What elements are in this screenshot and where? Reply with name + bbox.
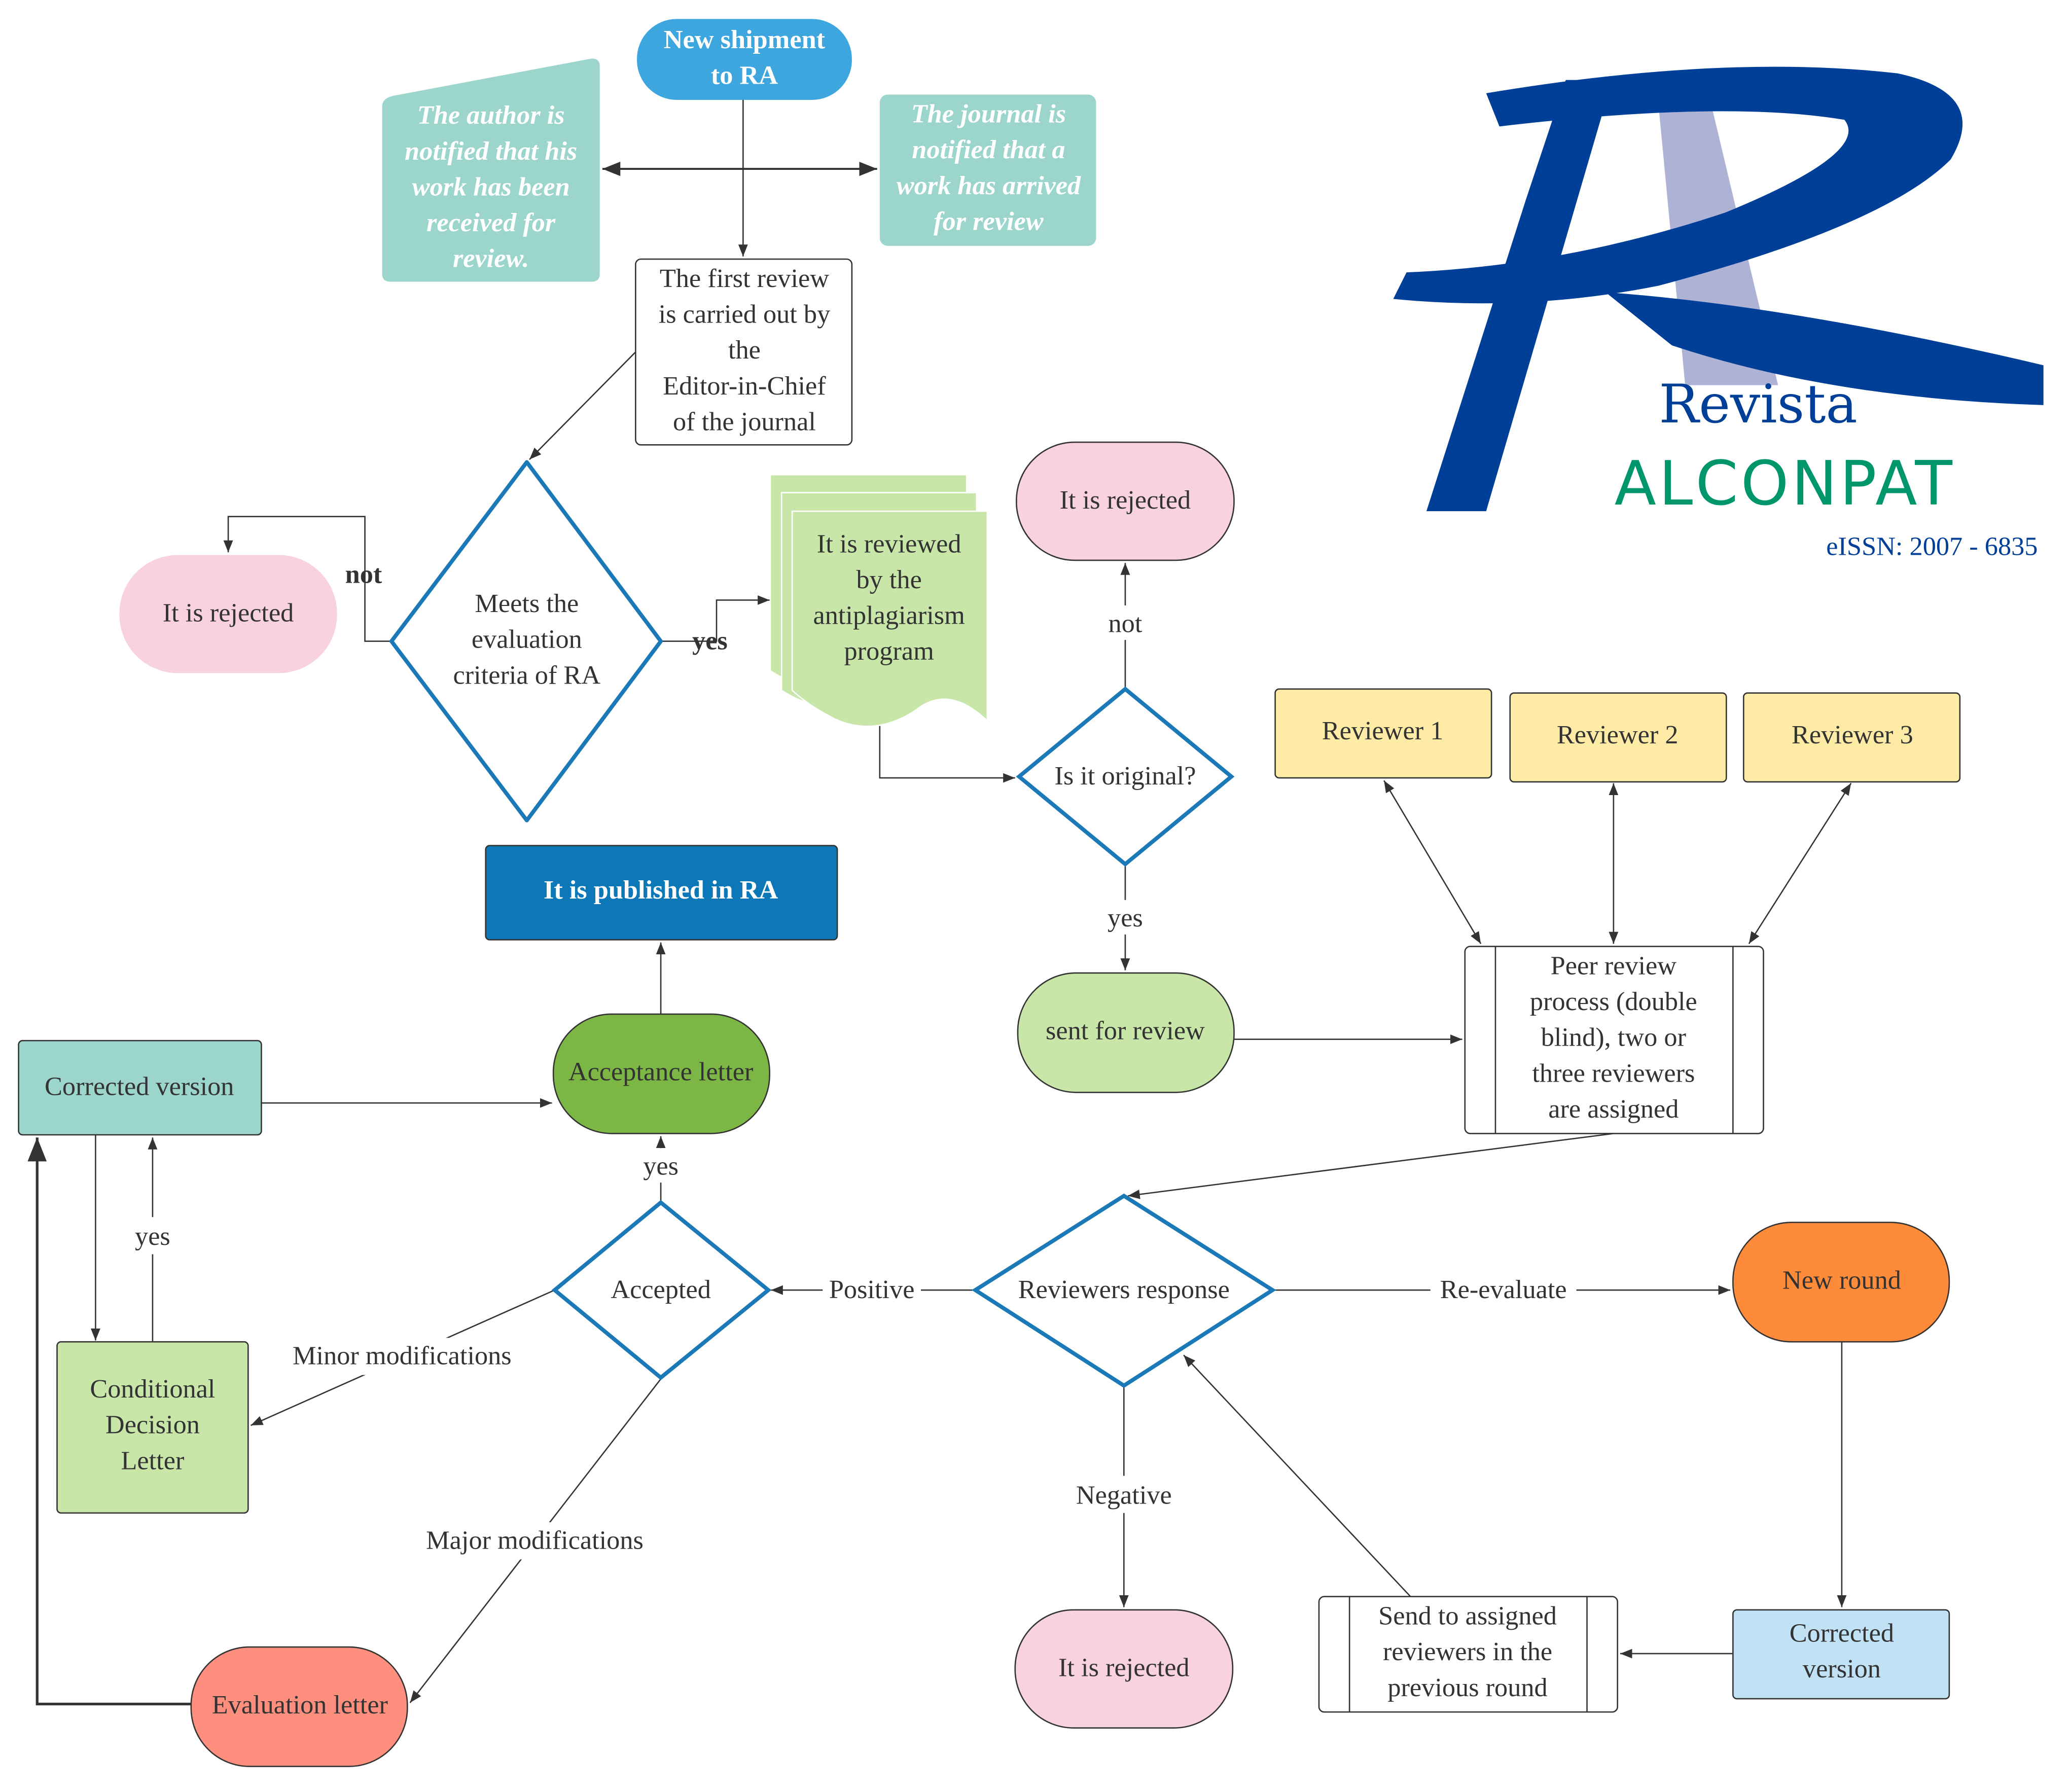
- node-rejected-3: It is rejected: [1014, 1609, 1234, 1729]
- label-not-1: not: [345, 559, 382, 589]
- logo-revista-alconpat: Revista ALCONPAT eISSN: 2007 - 6835: [1393, 66, 2044, 561]
- node-published: It is published in RA: [485, 845, 838, 941]
- edge-reviewer-3: [1748, 782, 1852, 944]
- edge-antiplag-original: [879, 721, 1015, 783]
- label-positive: Positive: [829, 1275, 915, 1304]
- svg-text:It is rejected: It is rejected: [1060, 485, 1191, 515]
- label-major: Major modifications: [426, 1525, 644, 1555]
- node-reviewer-1: Reviewer 1: [1274, 688, 1492, 779]
- svg-text:Reviewer 3: Reviewer 3: [1792, 720, 1913, 749]
- logo-revista-text: Revista: [1659, 373, 1857, 435]
- label-yes-1: yes: [692, 626, 728, 655]
- svg-text:sent for review: sent for review: [1046, 1016, 1205, 1046]
- node-sent-for-review: sent for review: [1017, 972, 1235, 1093]
- svg-text:Reviewer 1: Reviewer 1: [1322, 716, 1444, 745]
- edge-send-response: [1183, 1354, 1411, 1597]
- logo-issn-text: eISSN: 2007 - 6835: [1826, 532, 2038, 561]
- edge-criteria-rejected: [223, 516, 391, 642]
- label-negative: Negative: [1076, 1480, 1172, 1510]
- decision-original: Is it original?: [1016, 686, 1235, 867]
- node-evaluation-letter: Evaluation letter: [190, 1646, 408, 1767]
- node-new-round: New round: [1732, 1222, 1950, 1343]
- node-corrected-version-1: Corrected version: [18, 1040, 262, 1136]
- decision-accepted: Accepted: [551, 1200, 772, 1380]
- svg-text:Corrected version: Corrected version: [45, 1072, 234, 1101]
- node-reviewer-2: Reviewer 2: [1509, 692, 1727, 783]
- label-not-2: not: [1108, 608, 1142, 638]
- label-re-evaluate: Re-evaluate: [1440, 1275, 1567, 1304]
- node-reviewer-3: Reviewer 3: [1742, 692, 1961, 783]
- svg-text:Reviewers response: Reviewers response: [1018, 1275, 1230, 1304]
- node-acceptance-letter: Acceptance letter: [552, 1013, 770, 1134]
- node-rejected-2: It is rejected: [1016, 441, 1235, 561]
- label-yes-2: yes: [1108, 903, 1143, 933]
- svg-text:Is it original?: Is it original?: [1054, 761, 1196, 791]
- edge-labels: not yes not yes yes yes Positive Re-eval…: [130, 559, 1577, 1560]
- edge-first-review-criteria: [529, 351, 636, 460]
- svg-text:Reviewer 2: Reviewer 2: [1557, 720, 1679, 749]
- svg-text:Evaluation letter: Evaluation letter: [212, 1690, 388, 1719]
- edge-evaluation-corrected: [27, 1137, 191, 1706]
- label-minor: Minor modifications: [293, 1341, 512, 1371]
- edge-reviewer-1: [1383, 780, 1482, 944]
- logo-alconpat-text: ALCONPAT: [1615, 448, 1955, 519]
- node-rejected-1: It is rejected: [119, 555, 337, 673]
- edge-criteria-antiplag: [662, 595, 770, 642]
- edges: [27, 100, 1852, 1706]
- svg-text:New round: New round: [1782, 1266, 1901, 1295]
- svg-text:It is rejected: It is rejected: [1058, 1653, 1190, 1682]
- label-yes-3: yes: [643, 1152, 679, 1181]
- decision-reviewers-response: Reviewers response: [971, 1193, 1276, 1388]
- svg-text:It is rejected: It is rejected: [163, 598, 294, 627]
- label-yes-4: yes: [135, 1222, 170, 1251]
- edge-peer-response: [1128, 1133, 1614, 1199]
- svg-text:Acceptance letter: Acceptance letter: [568, 1057, 754, 1087]
- svg-text:It is published in RA: It is published in RA: [544, 875, 778, 905]
- svg-text:Accepted: Accepted: [611, 1275, 711, 1304]
